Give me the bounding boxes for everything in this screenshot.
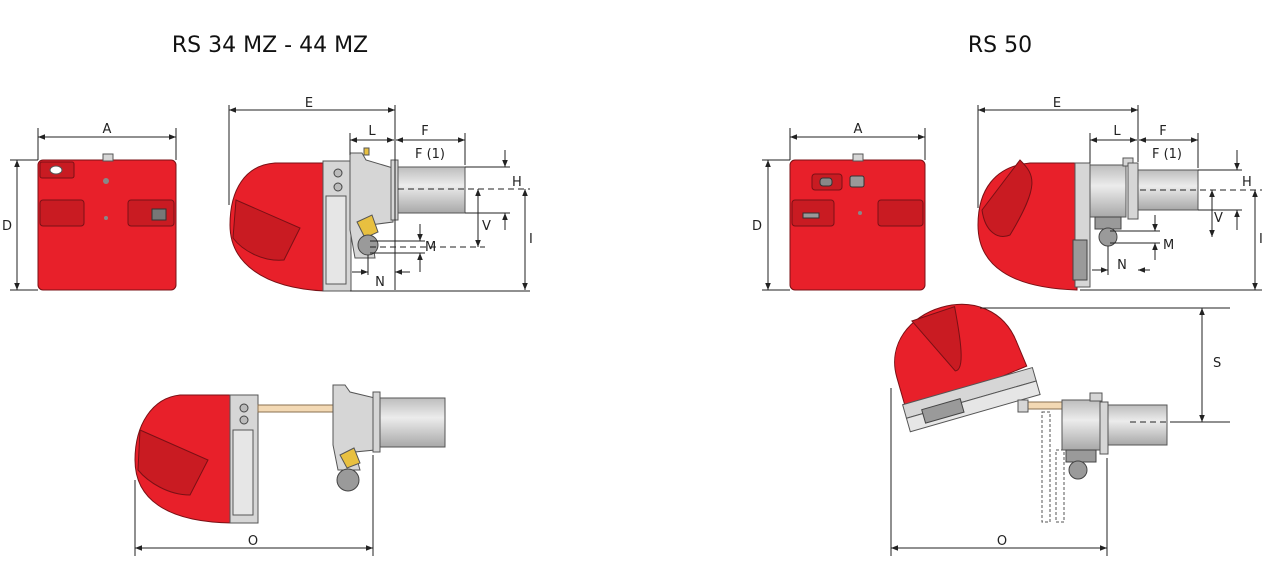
dim-label-f1: F (1) [415, 147, 445, 162]
dim-label-s: S [1213, 356, 1221, 371]
dim-label-i: I [529, 232, 533, 247]
dim-label-f1-rs50: F (1) [1152, 147, 1182, 162]
dim-label-f: F [421, 124, 428, 139]
rs34-front-view: A D [2, 122, 177, 291]
title-rs50: RS 50 [968, 33, 1032, 58]
dim-label-o-rs50: O [997, 534, 1007, 549]
dim-label-l: L [368, 124, 376, 139]
dim-label-a: A [103, 122, 112, 137]
title-rs34-44: RS 34 MZ - 44 MZ [172, 33, 368, 58]
rs34-open-view: O [134, 384, 446, 556]
dim-label-e-rs50: E [1053, 96, 1061, 111]
dim-label-a-rs50: A [854, 122, 863, 137]
dim-label-v: V [482, 219, 491, 234]
rs34-side-view: E L F F (1) H V M I N [228, 96, 533, 292]
dim-label-n: N [375, 275, 385, 290]
dim-label-o: O [248, 534, 258, 549]
dim-label-v-rs50: V [1214, 211, 1223, 226]
dim-label-h: H [512, 175, 522, 190]
dim-label-h-rs50: H [1242, 175, 1252, 190]
dim-label-d-rs50: D [752, 219, 762, 234]
dim-label-d: D [2, 219, 12, 234]
dim-label-l-rs50: L [1113, 124, 1121, 139]
dim-label-i-rs50: I [1259, 232, 1263, 247]
dim-label-m-rs50: M [1163, 238, 1174, 253]
rs50-side-view: E L F F (1) H V M I N [977, 96, 1263, 291]
dim-label-f-rs50: F [1159, 124, 1166, 139]
dim-label-e: E [305, 96, 313, 111]
rs50-open-view: S O [890, 303, 1230, 556]
dim-label-n-rs50: N [1117, 258, 1127, 273]
rs50-front-view: A D [752, 122, 926, 291]
dim-label-m: M [425, 240, 436, 255]
